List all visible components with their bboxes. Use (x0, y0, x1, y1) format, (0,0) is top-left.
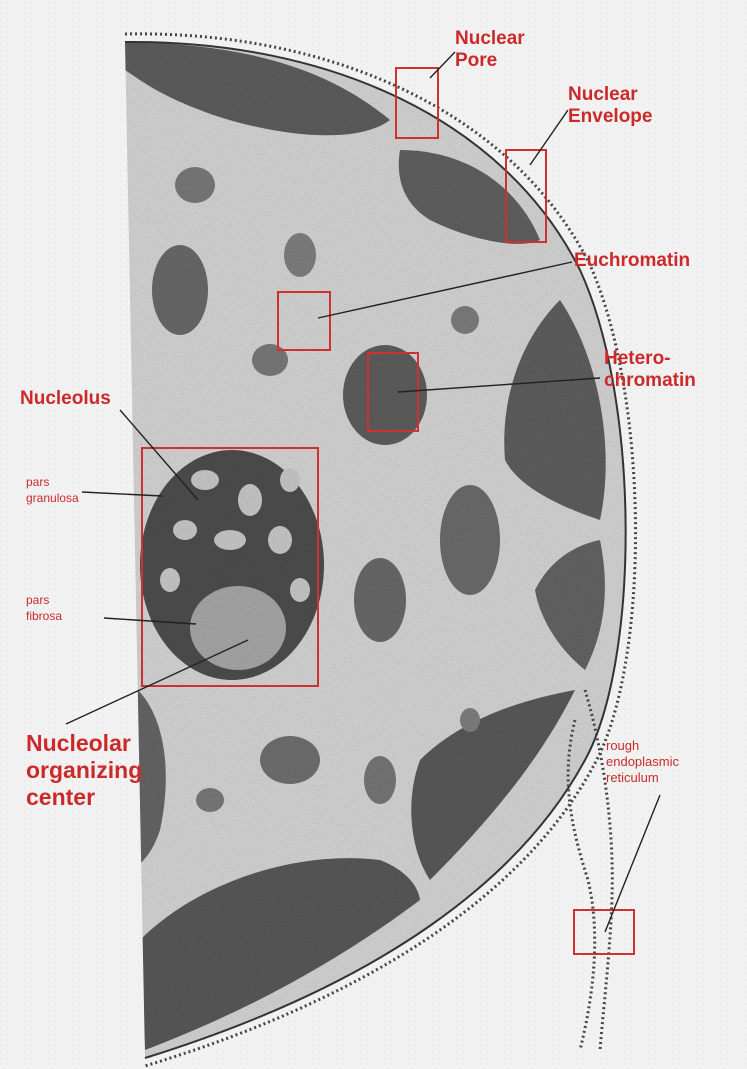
label-nuclear-envelope: NuclearEnvelope (568, 84, 652, 128)
label-euchromatin: Euchromatin (574, 250, 690, 272)
label-nucleolar-organizing-center: Nucleolar organizing center (26, 730, 142, 811)
label-heterochromatin: Hetero-chromatin (604, 348, 696, 392)
pars-fibrosa-shape (190, 586, 286, 670)
label-nuclear-pore: NuclearPore (455, 28, 525, 72)
label-nucleolus: Nucleolus (20, 388, 111, 410)
label-rough-er: roughendoplasmicreticulum (606, 738, 679, 786)
label-pars-fibrosa: parsfibrosa (26, 592, 62, 624)
label-pars-granulosa: parsgranulosa (26, 474, 79, 506)
